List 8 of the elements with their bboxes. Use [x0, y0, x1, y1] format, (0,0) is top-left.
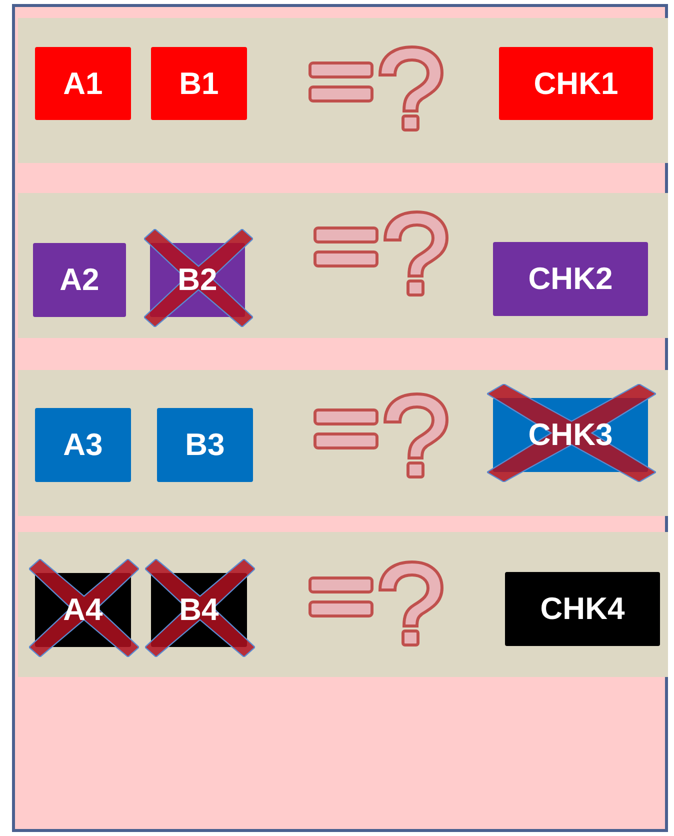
label-tile: A2 — [33, 243, 126, 317]
label-tile: A3 — [35, 408, 131, 482]
label-tile: A1 — [35, 47, 131, 120]
label-tile: CHK2 — [493, 242, 648, 316]
label-tile: B1 — [151, 47, 247, 120]
label-tile: B3 — [157, 408, 253, 482]
label-tile: CHK4 — [505, 572, 660, 646]
label-tile: CHK1 — [499, 47, 653, 120]
